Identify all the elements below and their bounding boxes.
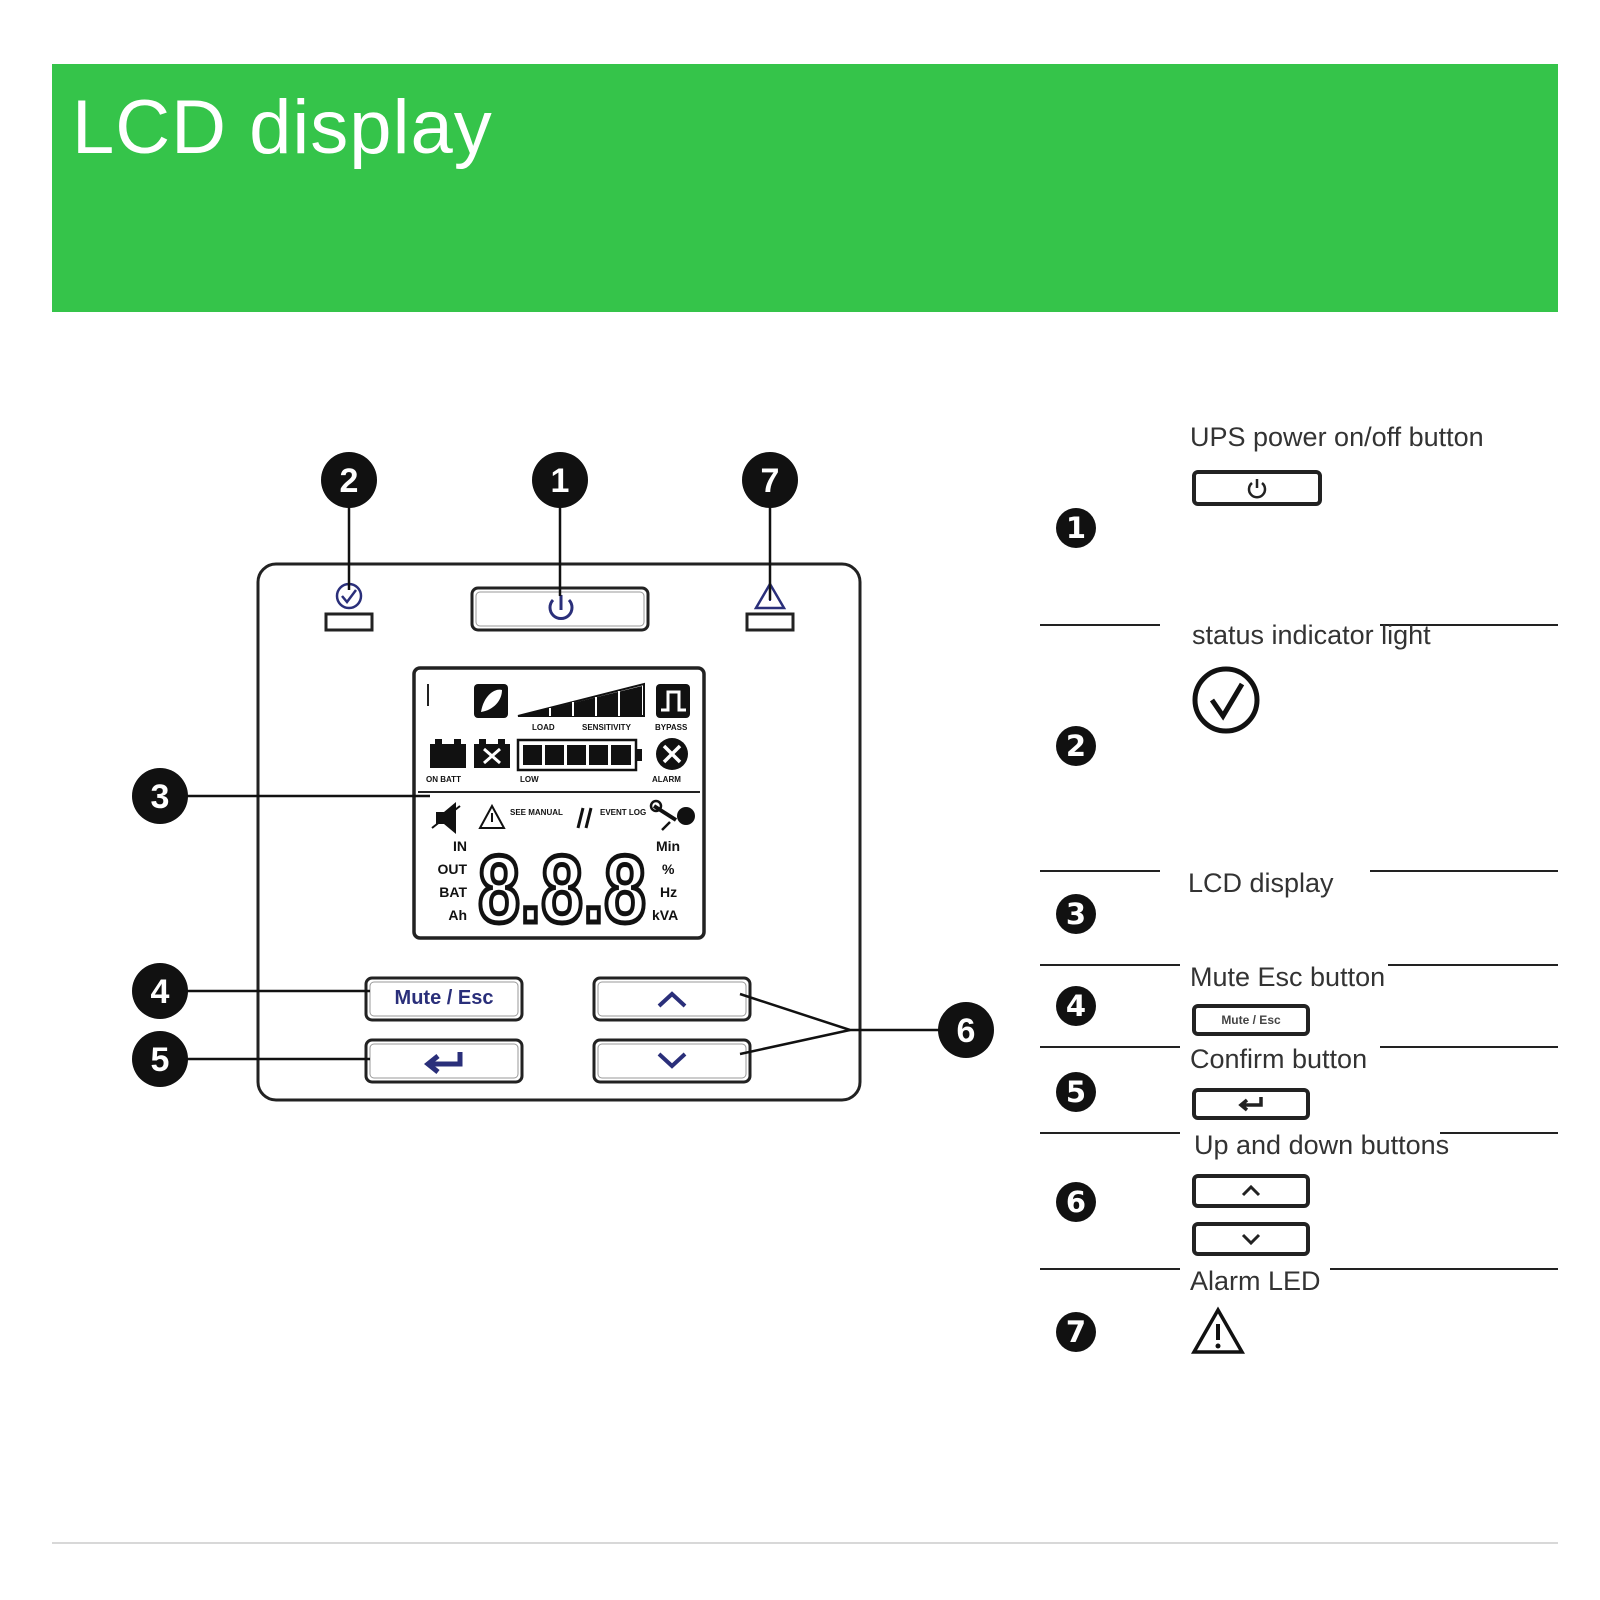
legend-number-2: 2 — [1056, 726, 1096, 766]
legend-title-2: status indicator light — [1192, 620, 1431, 650]
callout-6: 6 — [938, 1002, 994, 1058]
legend-divider — [1330, 1268, 1558, 1270]
battery-level-bar — [516, 738, 642, 772]
svg-text:2: 2 — [340, 462, 359, 500]
chevron-up-icon — [657, 991, 687, 1008]
legend-number-5: 5 — [1056, 1072, 1096, 1112]
page-title: LCD display — [72, 85, 493, 170]
mute-esc-button[interactable]: Mute / Esc — [364, 976, 524, 1022]
svg-text:6: 6 — [957, 1012, 976, 1050]
legend-divider — [1040, 1132, 1180, 1134]
callout-leaders — [186, 504, 940, 1061]
alarm-led — [745, 581, 795, 632]
mute-esc-key-icon: Mute / Esc — [1192, 1004, 1310, 1036]
legend-number-3: 3 — [1056, 894, 1096, 934]
svg-text:5: 5 — [151, 1041, 170, 1079]
legend-number-1: 1 — [1056, 508, 1096, 548]
legend-title-3: LCD display — [1188, 868, 1334, 898]
lcd-unit-in: IN — [453, 838, 467, 854]
battery-fault-icon — [474, 739, 510, 768]
legend-divider — [1040, 870, 1160, 872]
bottom-divider — [52, 1542, 1558, 1544]
enter-arrow-icon — [423, 1052, 463, 1074]
lcd-bypass-label: BYPASS — [655, 723, 688, 732]
power-key-icon — [1192, 470, 1322, 506]
legend-divider — [1388, 964, 1558, 966]
callout-1: 1 — [532, 452, 588, 508]
battery-icon — [430, 739, 466, 768]
callout-4: 4 — [132, 963, 188, 1019]
callout-5: 5 — [132, 1031, 188, 1087]
lcd-unit-min: Min — [656, 838, 680, 854]
legend-divider — [1370, 870, 1558, 872]
up-key-icon — [1192, 1174, 1310, 1208]
lcd-low-label: LOW — [520, 775, 539, 784]
alarm-x-icon — [656, 738, 688, 770]
svg-text:1: 1 — [551, 462, 570, 500]
svg-text:7: 7 — [761, 462, 780, 500]
mute-esc-label: Mute / Esc — [395, 987, 494, 1009]
legend-divider — [1040, 1046, 1180, 1048]
legend-number-7: 7 — [1056, 1312, 1096, 1352]
check-circle-icon — [1192, 666, 1260, 734]
legend-number-6: 6 — [1056, 1182, 1096, 1222]
legend-divider — [1040, 964, 1180, 966]
legend-number-4: 4 — [1056, 986, 1096, 1026]
legend-divider — [1380, 624, 1558, 626]
comm-icon — [576, 807, 593, 829]
down-button[interactable] — [592, 1038, 752, 1084]
legend-divider — [1040, 624, 1160, 626]
legend-title-6: Up and down buttons — [1194, 1130, 1450, 1160]
legend-divider — [1380, 1046, 1558, 1048]
lcd-see-manual-label: SEE MANUAL — [510, 808, 563, 817]
legend-title-7: Alarm LED — [1190, 1266, 1321, 1296]
lcd-unit-out: OUT — [437, 861, 467, 877]
confirm-button[interactable] — [364, 1038, 524, 1084]
status-led — [324, 582, 374, 632]
chevron-down-icon — [657, 1052, 687, 1069]
svg-text:4: 4 — [151, 973, 170, 1011]
legend-title-1: UPS power on/off button — [1190, 422, 1484, 452]
lcd-load-label: LOAD — [532, 723, 555, 732]
lcd-alarm-label: ALARM — [652, 775, 681, 784]
warning-triangle-icon — [1190, 1306, 1246, 1354]
enter-key-icon — [1192, 1088, 1310, 1120]
lcd-digits: 8.8.8 — [478, 836, 646, 943]
lcd-unit-ah: Ah — [448, 907, 467, 923]
lcd-unit-kva: kVA — [652, 907, 678, 923]
legend-divider — [1040, 1268, 1180, 1270]
lcd-screen: LOAD SENSITIVITY BYPASS ON BAT — [412, 666, 706, 946]
callout-2: 2 — [321, 452, 377, 508]
header-banner: LCD display — [52, 64, 1558, 312]
see-manual-icon: SEE MANUAL — [478, 803, 563, 829]
lcd-onbatt-label: ON BATT — [426, 775, 461, 784]
lcd-event-log-label: EVENT LOG — [600, 808, 646, 817]
mute-esc-key-label: Mute / Esc — [1221, 1013, 1281, 1027]
mute-speaker-icon — [431, 802, 461, 834]
callout-7: 7 — [742, 452, 798, 508]
down-key-icon — [1192, 1222, 1310, 1256]
lcd-sensitivity-label: SENSITIVITY — [582, 723, 632, 732]
bypass-icon — [656, 684, 690, 718]
svg-text:3: 3 — [151, 778, 170, 816]
callout-3: 3 — [132, 768, 188, 824]
up-button[interactable] — [592, 976, 752, 1022]
lcd-unit-bat: BAT — [439, 884, 467, 900]
lcd-unit-hz: Hz — [660, 884, 677, 900]
wrench-icon — [649, 799, 695, 831]
lcd-unit-percent: % — [662, 861, 675, 877]
legend-title-4: Mute Esc button — [1190, 962, 1386, 992]
legend-title-5: Confirm button — [1190, 1044, 1368, 1074]
legend-divider — [1440, 1132, 1558, 1134]
